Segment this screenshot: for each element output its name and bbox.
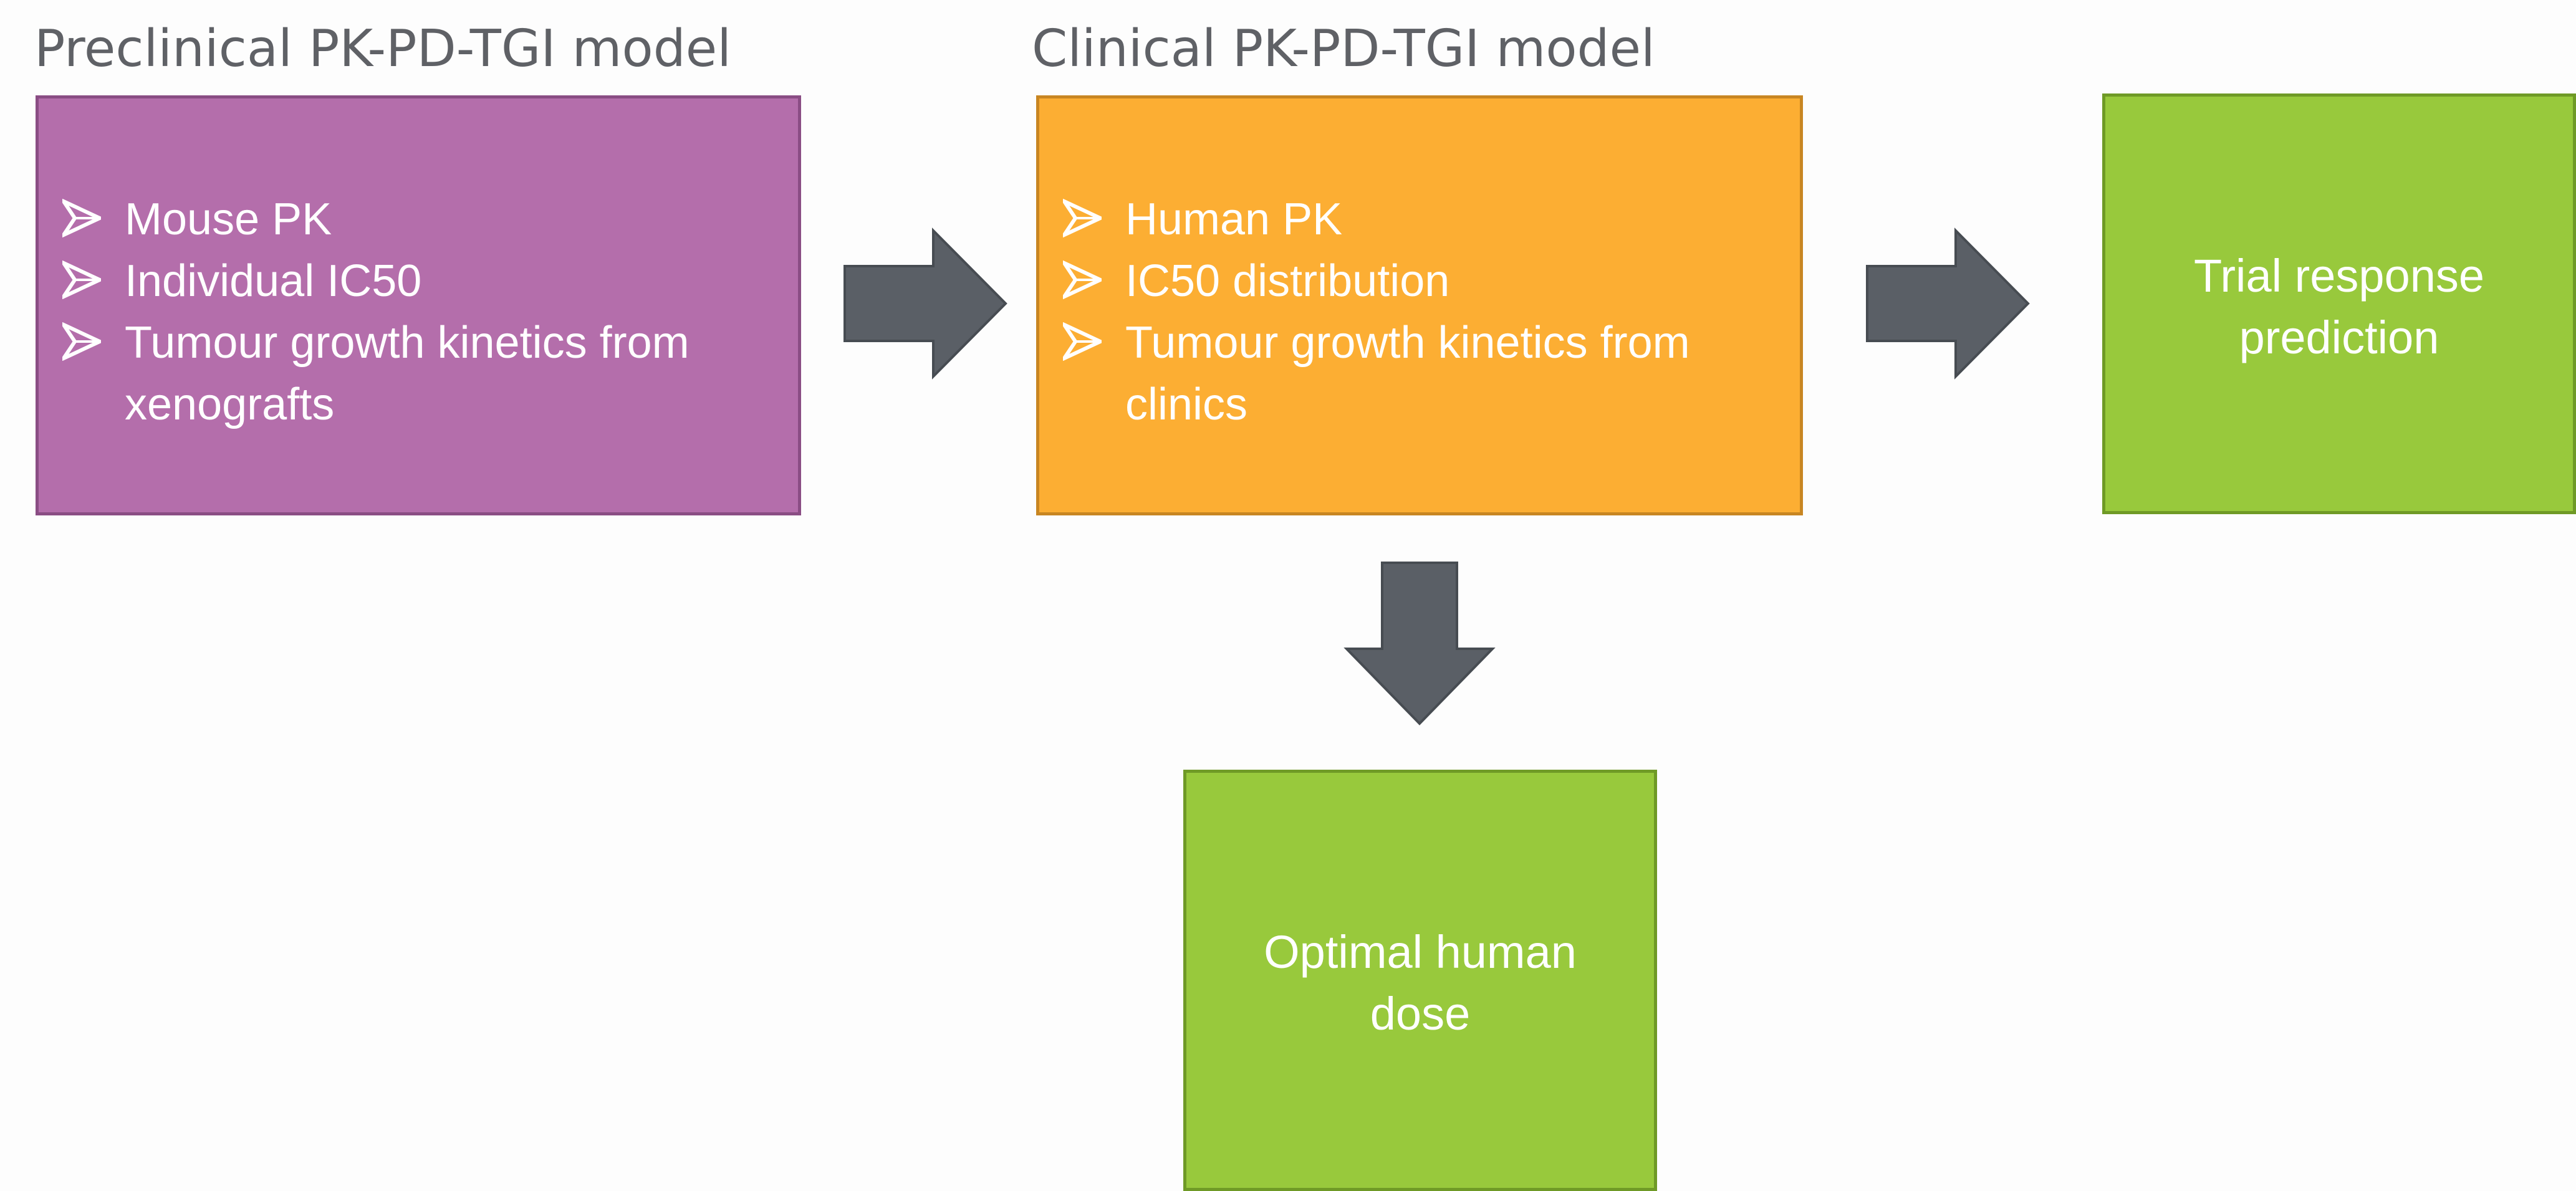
clinical-heading: Clinical PK-PD-TGI model [1032,19,1655,79]
clinical-model-box: Human PK IC50 distribution Tumour growth… [1036,95,1803,515]
arrowhead-bullet-icon [1063,322,1102,361]
arrowhead-bullet-icon [1063,261,1102,299]
right-arrow-icon [843,227,1007,380]
arrowhead-bullet-icon [62,199,101,237]
bullet-text: Human PK [1125,194,1343,244]
bullet-text-continued: xenografts [125,380,335,429]
preclinical-heading: Preclinical PK-PD-TGI model [34,19,732,79]
list-item: Individual IC50 [62,251,773,312]
optimal-dose-label: Optimal human dose [1264,926,1577,1040]
preclinical-bullet-list: Mouse PK Individual IC50 Tumour growth k… [62,189,773,436]
list-item: Tumour growth kinetics from xenografts [62,312,773,436]
trial-response-box: Trial response prediction [2102,93,2576,514]
arrowhead-bullet-icon [62,261,101,299]
bullet-text: Mouse PK [125,194,332,244]
down-arrow-icon [1343,562,1496,725]
arrowhead-bullet-icon [62,322,101,361]
preclinical-model-box: Mouse PK Individual IC50 Tumour growth k… [36,95,801,515]
bullet-text: Tumour growth kinetics from [1125,318,1690,368]
bullet-text: Individual IC50 [125,256,422,306]
list-item: Human PK [1063,189,1775,251]
bullet-text: IC50 distribution [1125,256,1450,306]
trial-response-label: Trial response prediction [2193,250,2485,363]
list-item: IC50 distribution [1063,251,1775,312]
bullet-text-continued: clinics [1125,380,1248,429]
list-item: Tumour growth kinetics from clinics [1063,312,1775,436]
arrowhead-bullet-icon [1063,199,1102,237]
bullet-text: Tumour growth kinetics from [125,318,690,368]
optimal-dose-box: Optimal human dose [1183,770,1657,1191]
right-arrow-icon [1866,227,2030,380]
list-item: Mouse PK [62,189,773,251]
clinical-bullet-list: Human PK IC50 distribution Tumour growth… [1063,189,1775,436]
